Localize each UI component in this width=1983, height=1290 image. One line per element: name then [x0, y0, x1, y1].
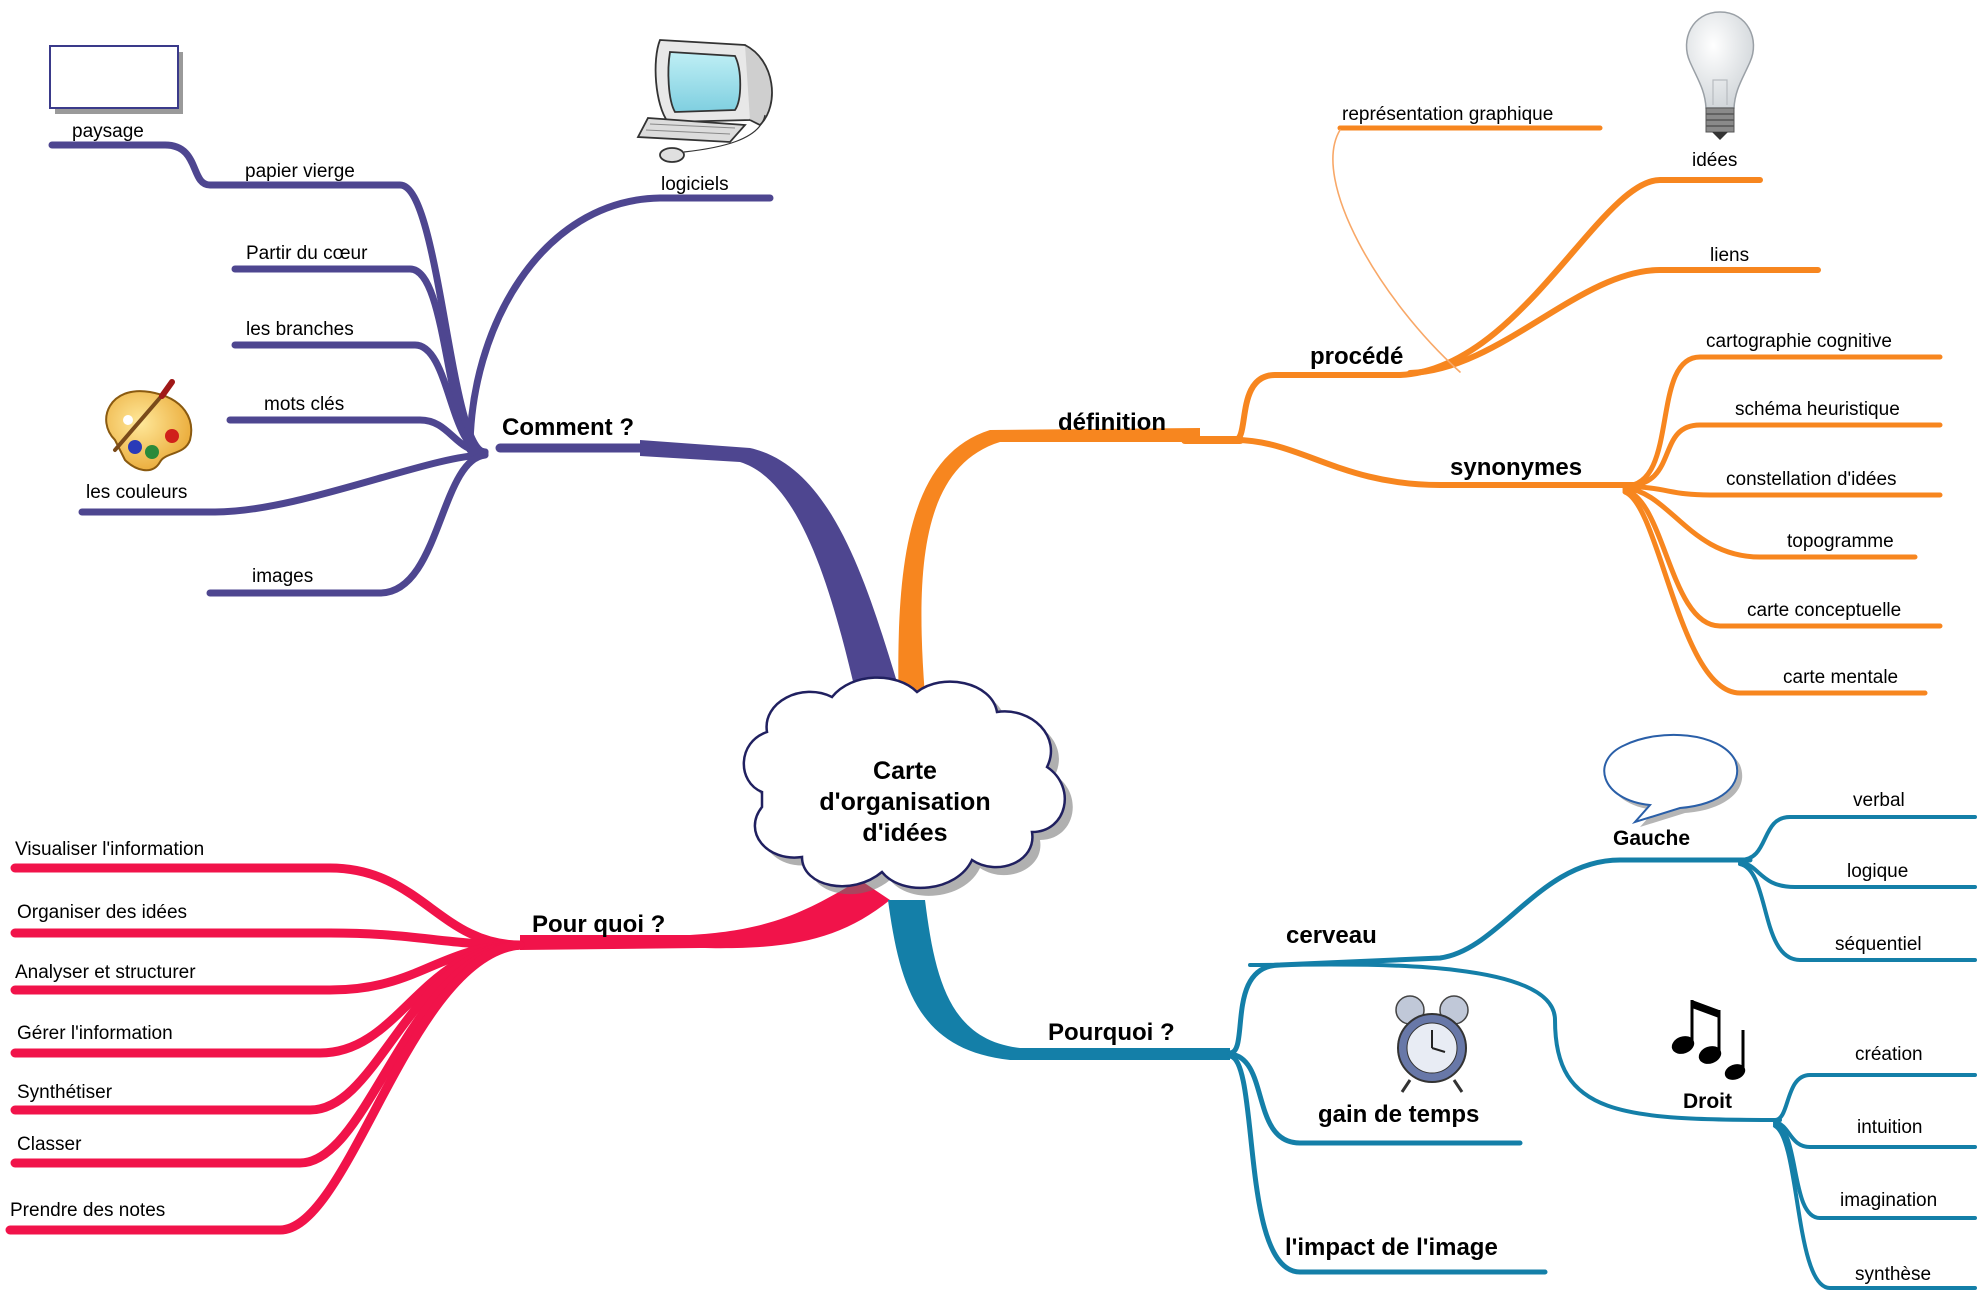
node-mots-cles[interactable]: mots clés [264, 394, 344, 415]
node-pq-3[interactable]: Analyser et structurer [15, 962, 196, 983]
node-pq-5[interactable]: Synthétiser [17, 1082, 113, 1103]
node-sequentiel[interactable]: séquentiel [1835, 934, 1922, 955]
node-partir-du-coeur[interactable]: Partir du cœur [246, 243, 368, 264]
node-procede[interactable]: procédé [1310, 343, 1403, 370]
node-syn-6[interactable]: carte mentale [1783, 667, 1898, 688]
node-images[interactable]: images [252, 566, 313, 587]
speech-bubble-icon [1603, 733, 1743, 827]
node-creation[interactable]: création [1855, 1044, 1923, 1065]
trunk-pourquoi-faire [520, 880, 890, 950]
alarm-clock-icon [1395, 995, 1469, 1093]
node-cerveau[interactable]: cerveau [1286, 922, 1377, 949]
node-syn-3[interactable]: constellation d'idées [1726, 469, 1897, 490]
node-intuition[interactable]: intuition [1857, 1117, 1923, 1138]
node-pq-2[interactable]: Organiser des idées [17, 902, 187, 923]
node-representation-graphique[interactable]: représentation graphique [1342, 104, 1553, 125]
node-pq-1[interactable]: Visualiser l'information [15, 839, 204, 860]
music-notes-icon [1671, 1000, 1746, 1080]
palette-icon [105, 379, 193, 472]
node-pq-6[interactable]: Classer [17, 1134, 82, 1155]
node-liens[interactable]: liens [1710, 245, 1749, 266]
node-definition[interactable]: définition [1058, 409, 1166, 436]
node-imagination[interactable]: imagination [1840, 1190, 1937, 1211]
node-les-couleurs[interactable]: les couleurs [86, 482, 187, 503]
node-verbal[interactable]: verbal [1853, 790, 1905, 811]
center-line-1: Carte [873, 757, 937, 785]
branch-pourquoi-faire [5, 863, 890, 1235]
center-line-3: d'idées [862, 819, 947, 847]
node-papier-vierge[interactable]: papier vierge [245, 161, 355, 182]
blank-paper-icon [49, 45, 183, 114]
node-impact-image[interactable]: l'impact de l'image [1285, 1234, 1498, 1261]
node-pq-4[interactable]: Gérer l'information [17, 1023, 173, 1044]
node-pourquoi[interactable]: Pourquoi ? [1048, 1019, 1175, 1046]
node-syn-5[interactable]: carte conceptuelle [1747, 600, 1901, 621]
node-droit[interactable]: Droit [1683, 1090, 1732, 1113]
node-syn-2[interactable]: schéma heuristique [1735, 399, 1900, 420]
node-logiciels[interactable]: logiciels [661, 174, 729, 195]
branch-pourquoi [888, 815, 1977, 1290]
center-line-2: d'organisation [819, 788, 990, 816]
node-gain-de-temps[interactable]: gain de temps [1318, 1101, 1479, 1128]
node-idees[interactable]: idées [1692, 150, 1737, 171]
node-comment[interactable]: Comment ? [502, 414, 634, 441]
node-paysage[interactable]: paysage [72, 121, 144, 142]
node-synonymes[interactable]: synonymes [1450, 454, 1582, 481]
node-logique[interactable]: logique [1847, 861, 1908, 882]
node-syn-1[interactable]: cartographie cognitive [1706, 331, 1892, 352]
node-synthese[interactable]: synthèse [1855, 1264, 1931, 1285]
computer-icon [636, 39, 773, 163]
branch-definition [898, 125, 1943, 754]
node-syn-4[interactable]: topogramme [1787, 531, 1894, 552]
center-node: Carte d'organisation d'idées [742, 676, 1073, 896]
node-les-branches[interactable]: les branches [246, 319, 354, 340]
node-pq-7[interactable]: Prendre des notes [10, 1200, 165, 1221]
node-gauche[interactable]: Gauche [1613, 827, 1690, 850]
trunk-pourquoi [888, 900, 1230, 1060]
node-pour-quoi[interactable]: Pour quoi ? [532, 911, 665, 938]
lightbulb-icon [1685, 11, 1755, 140]
